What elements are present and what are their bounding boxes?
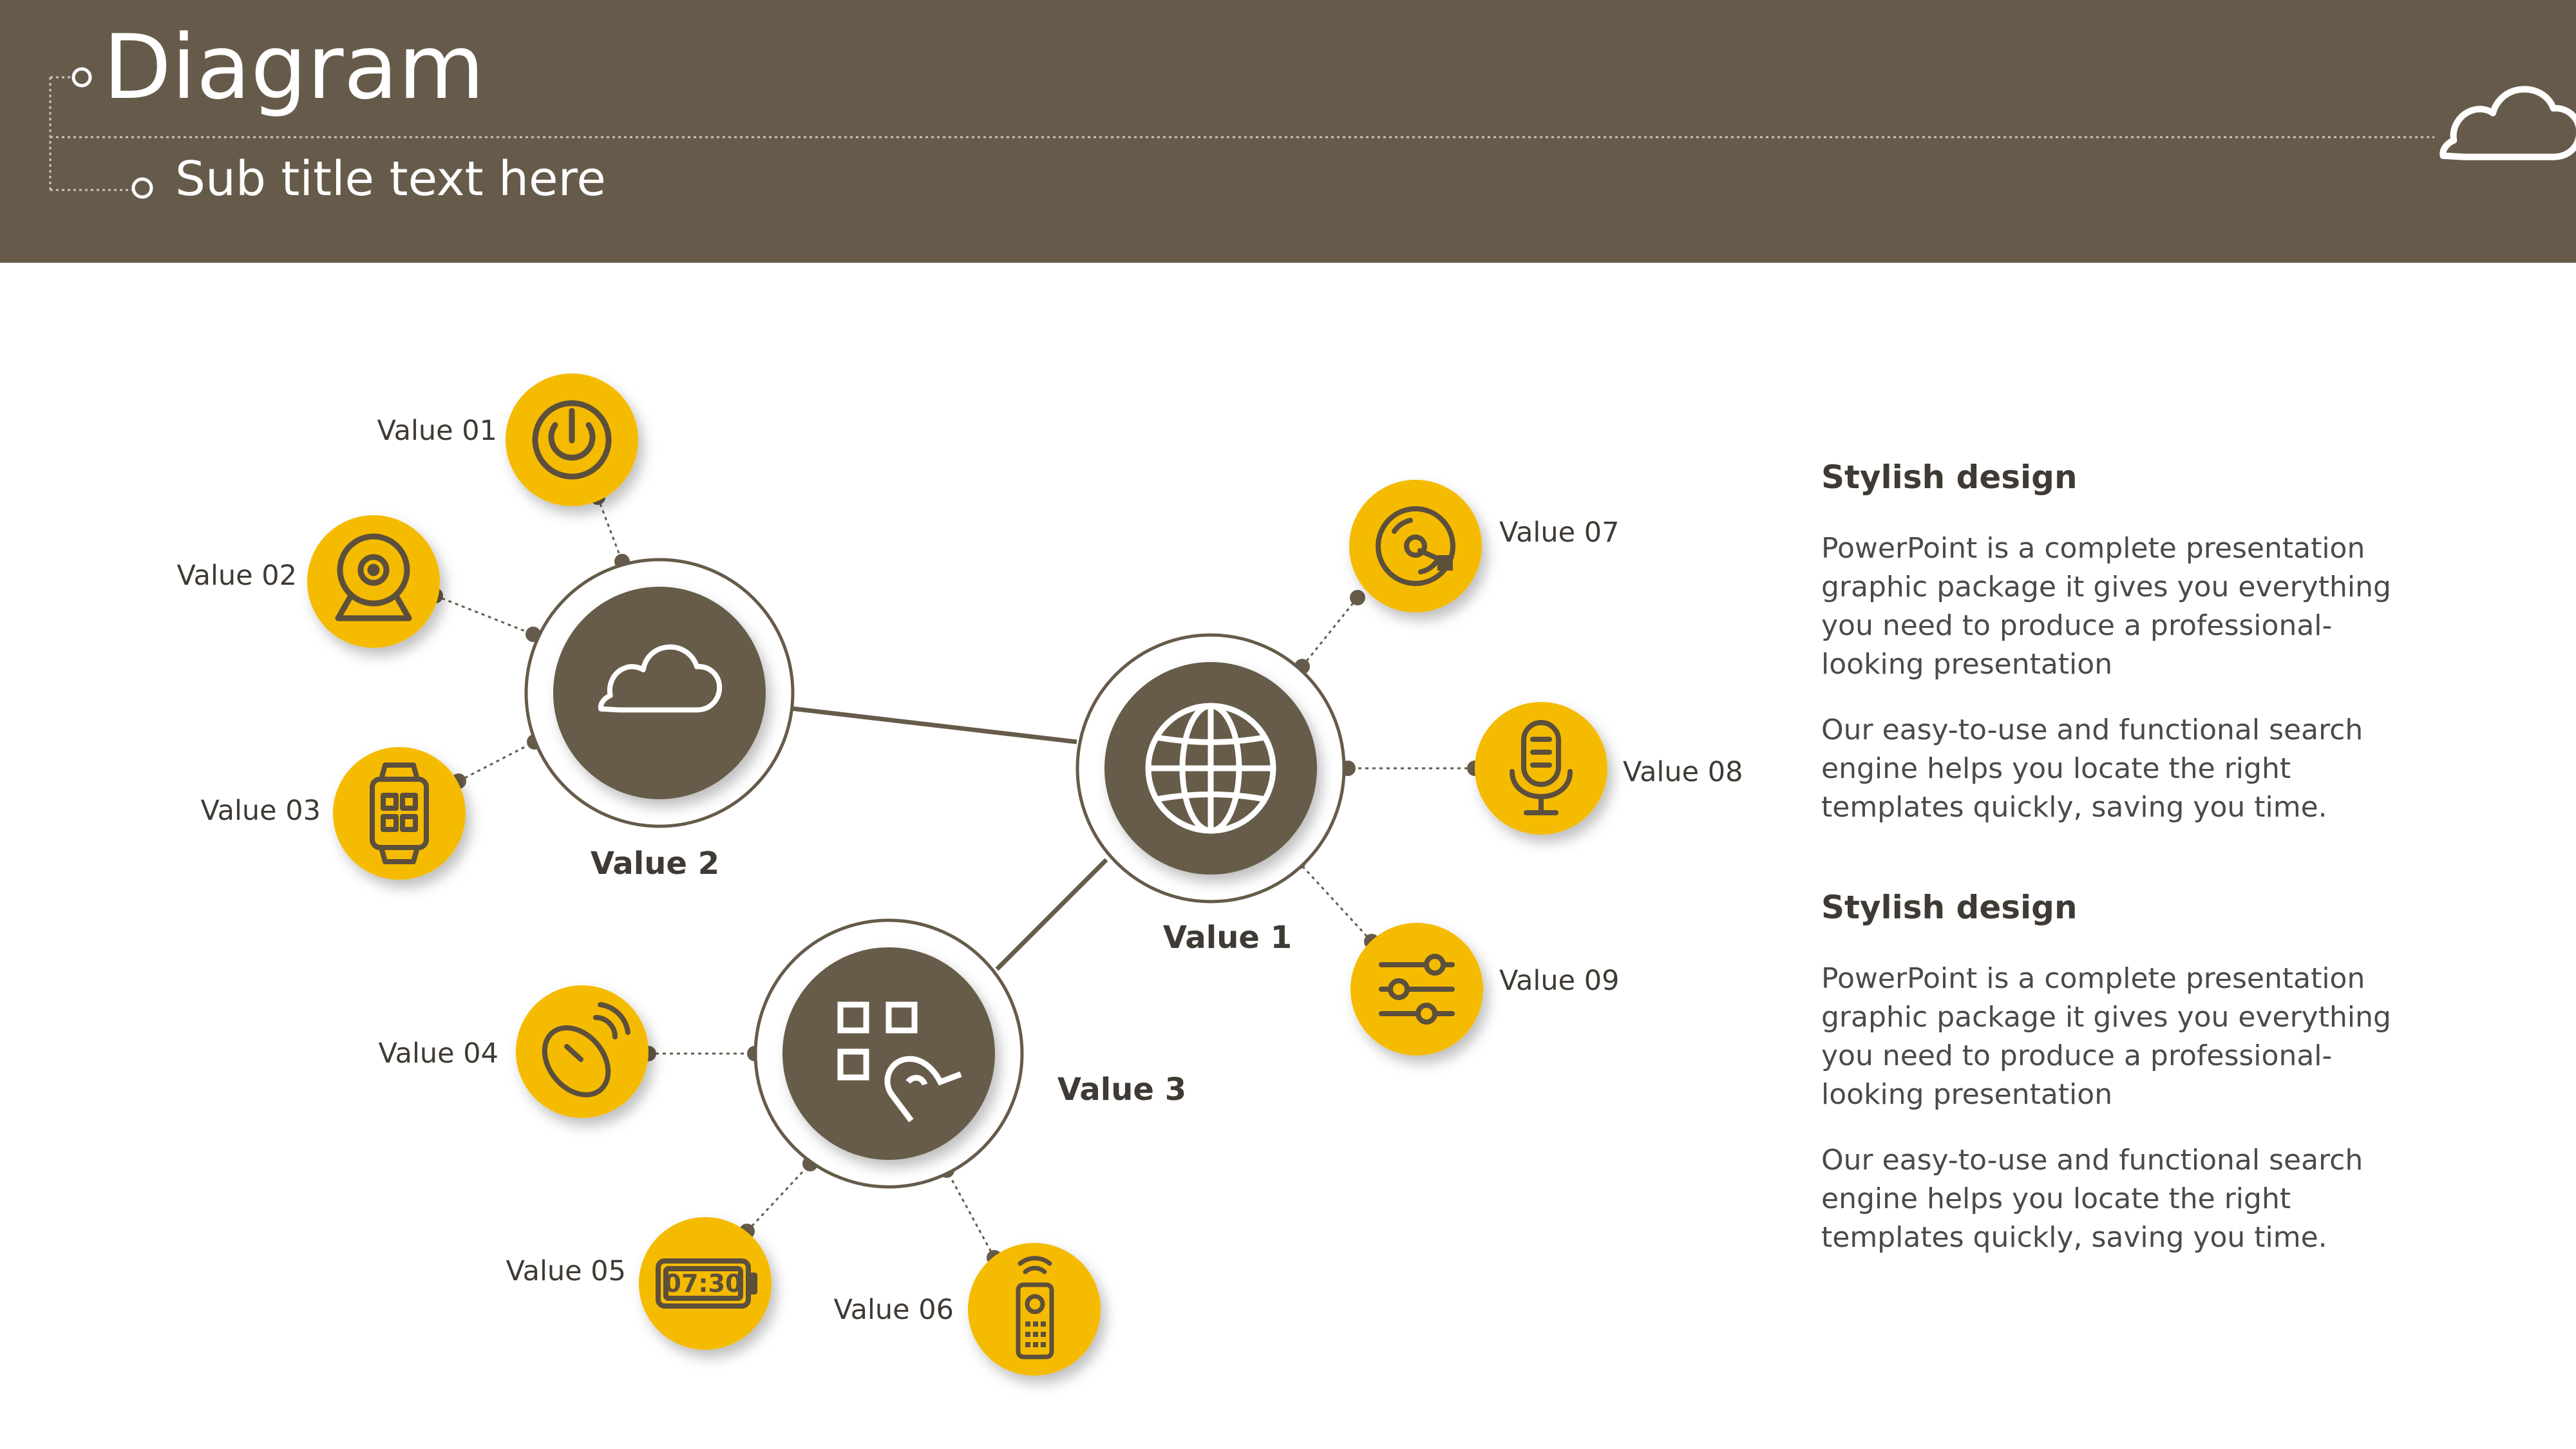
link-hub1-hub3	[995, 858, 1108, 971]
leaf-value-07: Value 07	[1349, 480, 1619, 612]
leaf-links	[435, 497, 1475, 1258]
webcam-icon	[335, 533, 412, 621]
leaf-value-02: Value 02	[177, 515, 440, 648]
hub-value-3: Value 3	[753, 918, 1186, 1189]
hub-label: Value 3	[1057, 1072, 1186, 1108]
turntable-icon	[1376, 506, 1455, 586]
link-hub2-hub1	[790, 706, 1077, 744]
header-bar: Diagram Sub title text here	[0, 0, 2576, 263]
leaf-label: Value 08	[1623, 756, 1743, 788]
leaf-label: Value 06	[834, 1294, 954, 1326]
globe-icon	[1145, 703, 1276, 834]
wireless-mouse-icon	[542, 1002, 630, 1097]
smartwatch-icon	[370, 762, 429, 864]
leaf-value-03: Value 03	[201, 747, 466, 880]
hub-label: Value 2	[591, 846, 719, 882]
remote-control-icon	[1016, 1256, 1054, 1359]
power-icon	[532, 400, 612, 480]
microphone-icon	[1510, 720, 1573, 815]
cloud-icon	[598, 644, 723, 713]
cloud-icon	[2439, 86, 2576, 160]
leaf-label: Value 02	[177, 560, 297, 592]
info-section-1: Stylish design PowerPoint is a complete …	[1821, 459, 2414, 854]
leaf-value-05: 07:30 Value 05	[506, 1217, 772, 1350]
leaf-label: Value 09	[1499, 965, 1619, 997]
page-title: Diagram	[103, 15, 485, 119]
sliders-icon	[1379, 954, 1455, 1025]
leaf-label: Value 05	[506, 1255, 626, 1287]
page-subtitle: Sub title text here	[175, 151, 606, 207]
section-paragraph: Our easy-to-use and functional search en…	[1821, 1144, 2363, 1254]
subtitle-bullet	[131, 177, 153, 199]
qr-touch-icon	[837, 1001, 962, 1122]
section-paragraph: PowerPoint is a complete presentation gr…	[1821, 962, 2391, 1111]
leaf-value-08: Value 08	[1475, 702, 1743, 835]
digital-clock-icon	[656, 1258, 757, 1309]
section-heading: Stylish design	[1821, 459, 2078, 496]
section-paragraph: Our easy-to-use and functional search en…	[1821, 714, 2363, 824]
hub-label: Value 1	[1163, 920, 1292, 956]
leaf-label: Value 04	[379, 1037, 498, 1070]
header-decoration	[49, 67, 2576, 199]
section-heading: Stylish design	[1821, 889, 2078, 926]
leaf-value-04: Value 04	[379, 985, 649, 1118]
leaf-label: Value 03	[201, 795, 321, 827]
leaf-value-09: Value 09	[1350, 923, 1619, 1056]
hub-value-1: Value 1	[1075, 633, 1346, 956]
section-paragraph: PowerPoint is a complete presentation gr…	[1821, 532, 2391, 681]
leaf-label: Value 01	[377, 415, 497, 447]
leaf-value-06: Value 06	[834, 1243, 1101, 1376]
info-section-2: Stylish design PowerPoint is a complete …	[1821, 889, 2414, 1284]
title-bullet	[71, 67, 92, 88]
clock-display: 07:30	[665, 1269, 743, 1298]
leaf-value-01: Value 01	[377, 374, 638, 506]
leaf-label: Value 07	[1499, 516, 1619, 549]
hub-value-2: Value 2	[524, 558, 795, 882]
